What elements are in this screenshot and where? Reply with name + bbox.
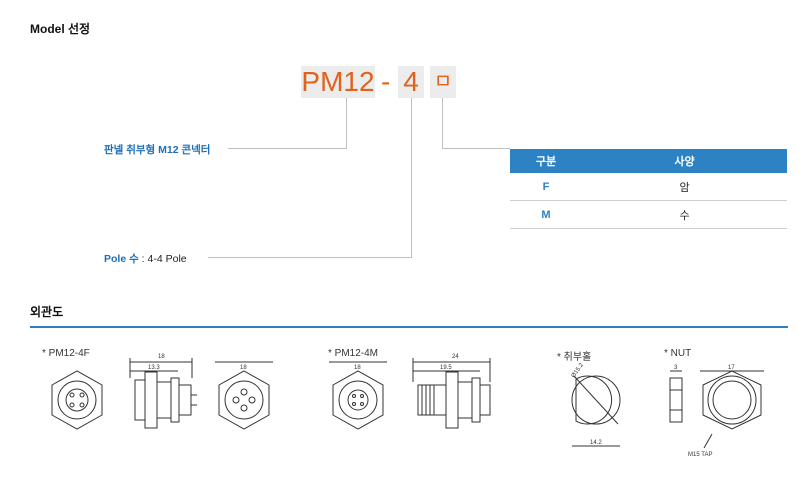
pm12-4f-front-view — [51, 370, 103, 430]
connector-line-pole-h — [208, 257, 412, 258]
connector-line-series-h — [228, 148, 347, 149]
code-gender-box: ㅁ — [430, 66, 456, 98]
pm12-4f-dim-total: 18 — [158, 354, 165, 360]
spec-value-f: 암 — [582, 173, 787, 201]
hole-dim-flat: 14.2 — [590, 440, 602, 446]
nut-front-view — [700, 370, 764, 449]
pole-count-label: Pole 수 : 4-4 Pole — [104, 251, 187, 266]
pm12-4m-front-view — [329, 361, 387, 430]
nut-label: * NUT — [664, 348, 692, 359]
spec-header-type: 구분 — [510, 149, 582, 173]
connector-line-gender-h — [442, 148, 510, 149]
nut-dim-thick: 3 — [674, 365, 678, 371]
spec-key-f: F — [510, 173, 582, 201]
code-pole-box: 4 — [398, 66, 424, 98]
pm12-4m-dim-total: 24 — [452, 354, 459, 360]
mounting-hole-view — [571, 375, 621, 447]
code-dash: - — [381, 66, 391, 97]
nut-side-view — [669, 370, 683, 423]
nut-dim-width: 17 — [728, 365, 735, 371]
connector-line-gender-v — [442, 98, 443, 148]
connector-line-pole-v — [411, 98, 412, 257]
section-divider — [30, 326, 788, 328]
pm12-4m-side-view — [412, 358, 491, 429]
table-row: F 암 — [510, 173, 787, 201]
pm12-4f-label: * PM12-4F — [42, 348, 90, 359]
panel-connector-label: 판넬 취부형 M12 콘넥터 — [104, 144, 211, 156]
spec-key-m: M — [510, 200, 582, 229]
mounting-hole-label: * 취부홀 — [557, 352, 592, 363]
pole-count-value: : 4-4 Pole — [138, 253, 187, 265]
pm12-4m-dim-inner: 19.5 — [440, 365, 452, 371]
model-section-title: Model 선정 — [30, 22, 91, 36]
pm12-4f-side-view — [129, 358, 197, 429]
pm12-4m-label: * PM12-4M — [328, 348, 379, 359]
nut-tap-label: M15 TAP — [688, 452, 712, 458]
spec-value-m: 수 — [582, 200, 787, 229]
pole-count-prefix: Pole 수 — [104, 253, 139, 265]
table-row: M 수 — [510, 200, 787, 229]
pm12-4f-dim-front: 18 — [240, 365, 247, 371]
pm12-4m-dim-front: 18 — [354, 365, 361, 371]
drawing-section-title: 외관도 — [30, 305, 64, 319]
spec-table: 구분 사양 F 암 M 수 — [510, 149, 787, 229]
code-series-box: PM12 — [301, 66, 375, 98]
spec-header-spec: 사양 — [582, 149, 787, 173]
connector-line-series-v — [346, 98, 347, 148]
pm12-4f-back-view — [215, 361, 273, 430]
pm12-4f-dim-inner: 13.3 — [148, 365, 160, 371]
